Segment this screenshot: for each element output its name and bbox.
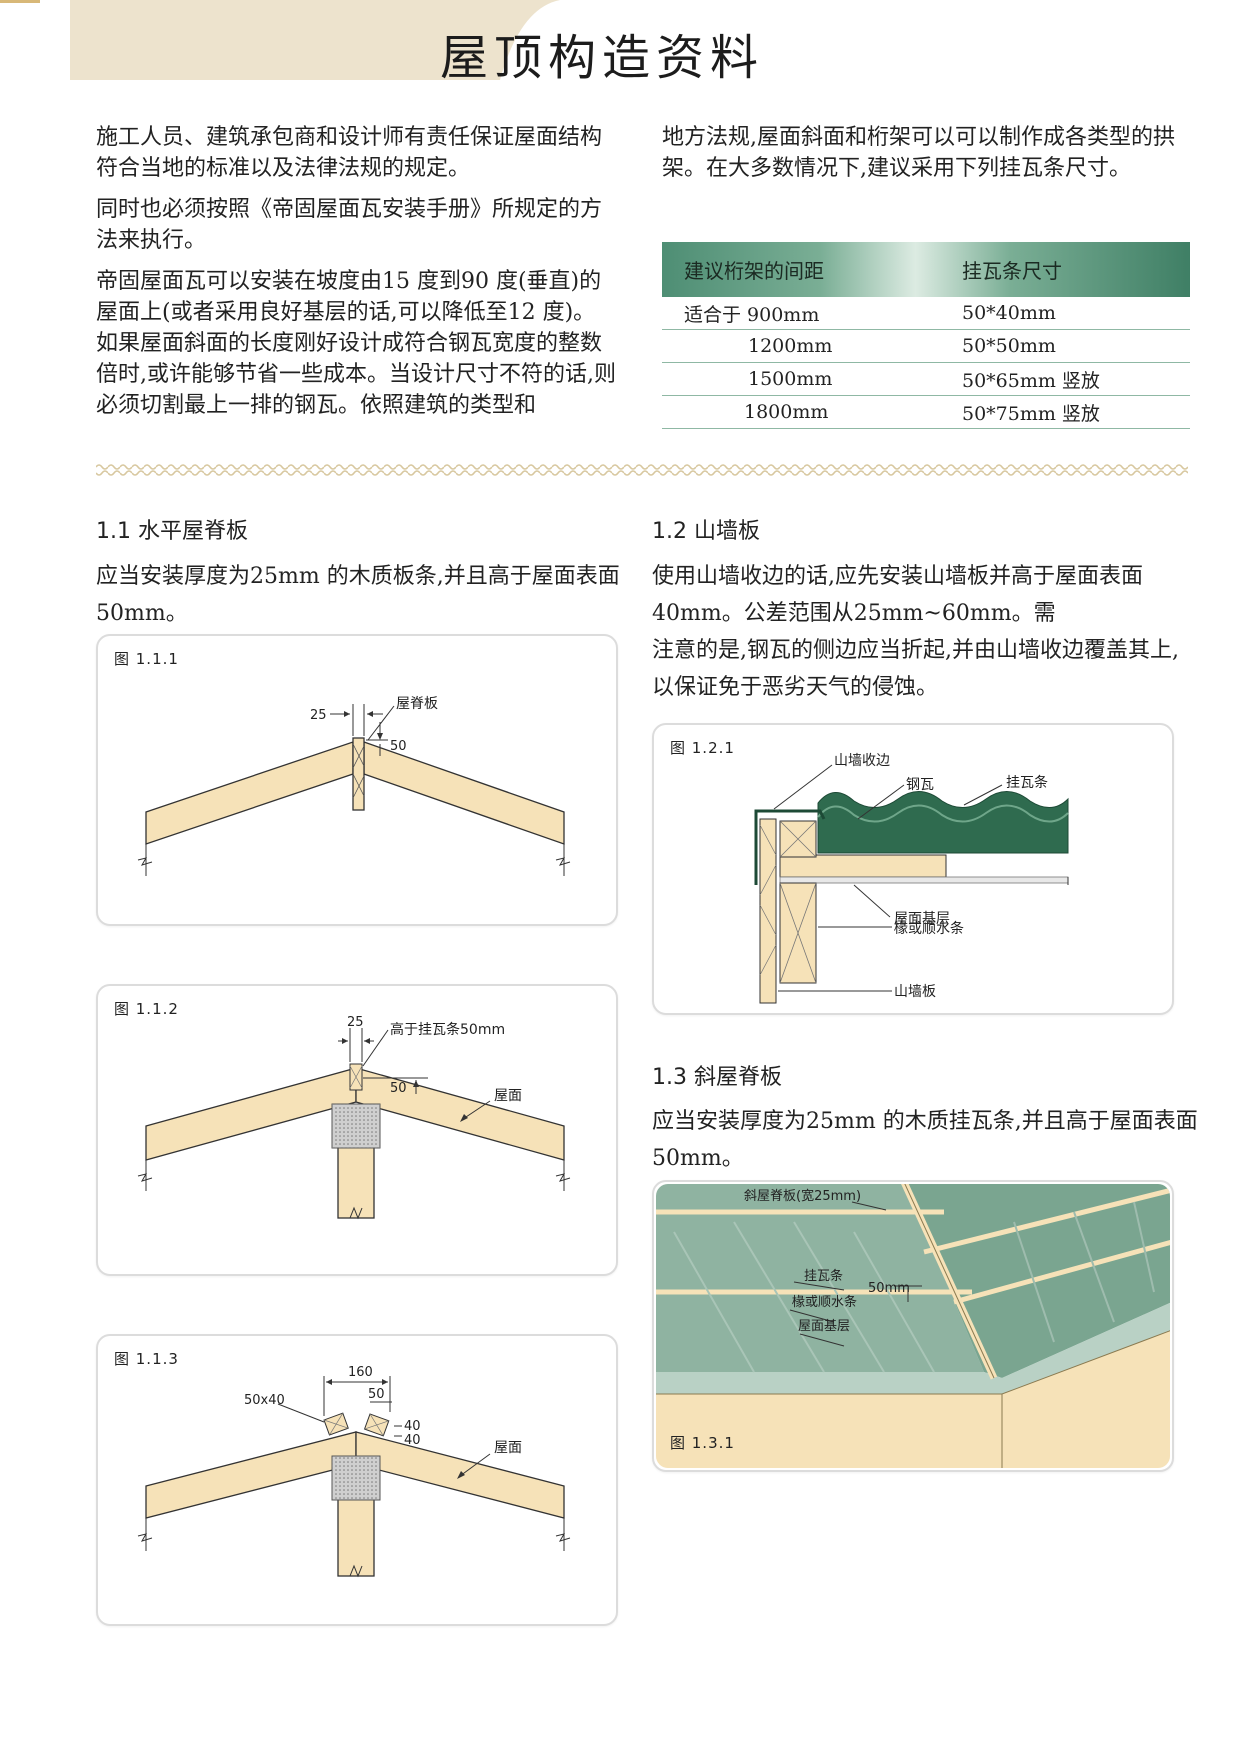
section-heading: 1.3 斜屋脊板: [652, 1065, 782, 1090]
label-batten: 挂瓦条: [804, 1268, 843, 1284]
table-header: 建议桁架的间距 挂瓦条尺寸: [662, 242, 1190, 297]
label-roof-base: 屋面基层: [894, 910, 950, 927]
table-row: 适合于 900mm 50*40mm: [662, 297, 1190, 330]
section-body: 注意的是,钢瓦的侧边应当折起,并由山墙收边覆盖其上,以保证免于恶劣天气的侵蚀。: [652, 638, 1179, 700]
figure-card: 图 1.2.1 山墙收边 钢瓦 挂瓦条 屋面基层 椽或顺水条 山墙板: [652, 723, 1174, 1015]
label-roof-base: 屋面基层: [798, 1319, 850, 1334]
dim-width: 25: [310, 708, 327, 723]
dim-gap: 50: [368, 1387, 385, 1402]
dim-height: 50: [390, 1081, 407, 1096]
figure-card: 斜屋脊板(宽25mm) 挂瓦条 50mm 椽或顺水条 屋面基层 图 1.3.1: [652, 1180, 1174, 1472]
intro-left: 施工人员、建筑承包商和设计师有责任保证屋面结构符合当地的标准以及法律法规的规定。…: [96, 122, 616, 431]
hip-ridge-diagram: 斜屋脊板(宽25mm) 挂瓦条 50mm 椽或顺水条 屋面基层: [656, 1184, 1170, 1468]
section-body: 使用山墙收边的话,应先安装山墙板并高于屋面表面40mm。公差范围从25mm~60…: [652, 564, 1143, 626]
intro-paragraph: 同时也必须按照《帝固屋面瓦安装手册》所规定的方法来执行。: [96, 197, 603, 253]
figure-card: 图 1.1.3 160 50 50x40 40: [96, 1334, 618, 1626]
section-body: 应当安装厚度为25mm 的木质挂瓦条,并且高于屋面表面50mm。: [652, 1109, 1198, 1171]
label-gable-board: 山墙板: [894, 984, 936, 1000]
dim-height: 50: [390, 739, 407, 754]
label-dim: 50mm: [868, 1281, 910, 1296]
header-tab: [0, 0, 560, 80]
figure-label: 图 1.1.3: [114, 1350, 179, 1368]
label-rafter: 椽或顺水条: [894, 920, 964, 937]
figure-label: 图 1.1.1: [114, 650, 179, 668]
table-cell: 50*65mm 竖放: [962, 369, 1100, 392]
section-divider: [96, 463, 1188, 477]
intro-paragraph: 地方法规,屋面斜面和桁架可以可以制作成各类型的拱架。在大多数情况下,建议采用下列…: [662, 125, 1175, 181]
label-hip-ridge: 斜屋脊板(宽25mm): [744, 1188, 861, 1204]
section-body: 应当安装厚度为25mm 的木质板条,并且高于屋面表面50mm。: [96, 564, 620, 626]
figure-label: 图 1.1.2: [114, 1000, 179, 1018]
note-label: 高于挂瓦条50mm: [390, 1021, 505, 1038]
table-cell: 1800mm: [744, 401, 829, 423]
figure-label: 图 1.2.1: [670, 739, 735, 757]
table-cell: 50*50mm: [962, 335, 1056, 357]
figure-label: 图 1.3.1: [670, 1434, 735, 1452]
ridge-batten-diagram: 160 50 50x40 40 40 屋面: [137, 1365, 571, 1578]
batten-size-table: 建议桁架的间距 挂瓦条尺寸 适合于 900mm 50*40mm 1200mm 5…: [662, 242, 1190, 429]
batten-label: 50x40: [244, 1393, 285, 1408]
part-label: 屋面: [494, 1088, 522, 1104]
section-heading: 1.2 山墙板: [652, 519, 760, 544]
label-batten: 挂瓦条: [1006, 774, 1048, 791]
table-cell: 50*75mm 竖放: [962, 402, 1100, 425]
dim-width: 25: [347, 1015, 364, 1030]
part-label: 屋面: [494, 1440, 522, 1456]
intro-paragraph: 施工人员、建筑承包商和设计师有责任保证屋面结构符合当地的标准以及法律法规的规定。: [96, 125, 603, 181]
table-cell: 1500mm: [748, 368, 833, 390]
intro-right: 地方法规,屋面斜面和桁架可以可以制作成各类型的拱架。在大多数情况下,建议采用下列…: [662, 122, 1202, 194]
gable-trim-diagram: 山墙收边 钢瓦 挂瓦条 屋面基层 椽或顺水条 山墙板: [754, 753, 1069, 1004]
section-heading: 1.1 水平屋脊板: [96, 519, 248, 544]
table-row: 1500mm 50*65mm 竖放: [662, 363, 1190, 396]
dim-b: 40: [404, 1433, 421, 1448]
page-title: 屋顶构造资料: [440, 30, 765, 86]
table-cell: 50*40mm: [962, 302, 1056, 324]
table-header-cell: 建议桁架的间距: [684, 259, 824, 283]
dim-a: 40: [404, 1419, 421, 1434]
label-rafter: 椽或顺水条: [792, 1294, 857, 1310]
dim-span: 160: [348, 1365, 373, 1380]
intro-paragraph: 帝固屋面瓦可以安装在坡度由15 度到90 度(垂直)的屋面上(或者采用良好基层的…: [96, 269, 616, 418]
table-row: 1800mm 50*75mm 竖放: [662, 396, 1190, 429]
table-row: 1200mm 50*50mm: [662, 330, 1190, 363]
table-header-cell: 挂瓦条尺寸: [962, 259, 1062, 283]
label-gable-trim: 山墙收边: [834, 753, 890, 769]
ridge-board-diagram: 25 50 屋脊板: [137, 696, 571, 876]
figure-card: 图 1.1.1 25 50 屋脊板: [96, 634, 618, 926]
part-label: 屋脊板: [396, 696, 438, 712]
figure-card: 图 1.1.2 25 50 高于挂瓦条50mm 屋面: [96, 984, 618, 1276]
label-steel-tile: 钢瓦: [906, 777, 934, 793]
ridge-board-diagram: 25 50 高于挂瓦条50mm 屋面: [137, 1015, 571, 1220]
table-cell: 适合于 900mm: [684, 303, 820, 326]
table-cell: 1200mm: [748, 335, 833, 357]
